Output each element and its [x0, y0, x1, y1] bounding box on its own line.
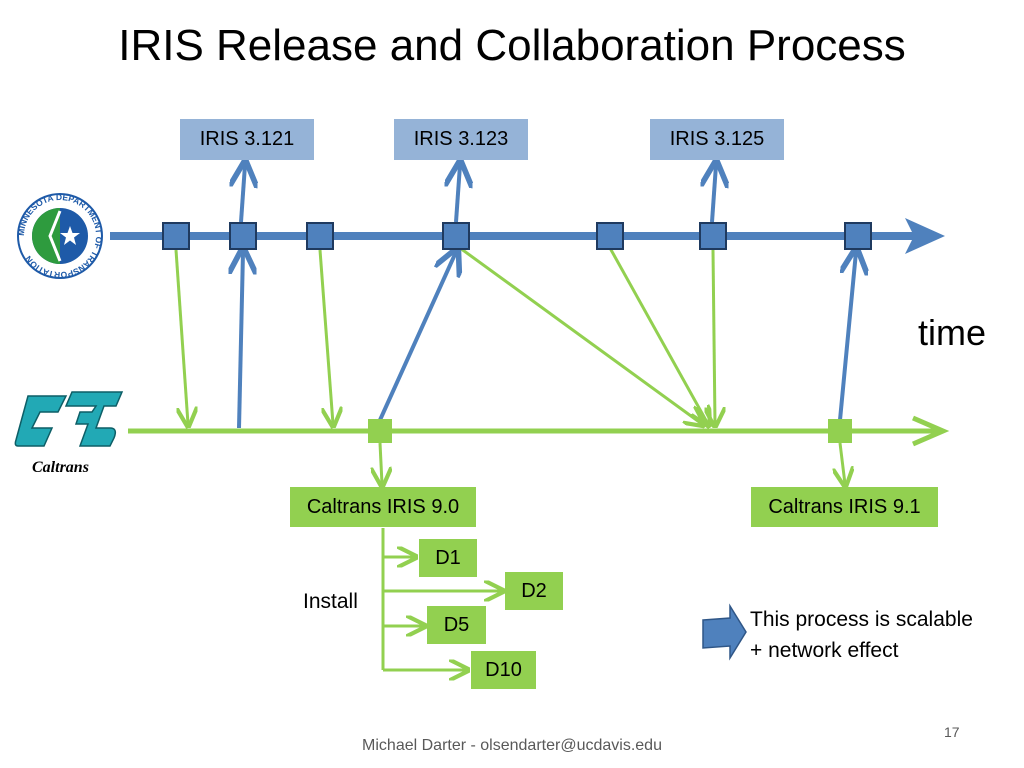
iris-release-box: IRIS 3.121 — [180, 119, 314, 160]
blue-arrows-up — [239, 165, 856, 429]
note-line-1: This process is scalable — [750, 608, 973, 631]
caltrans-release-box: Caltrans IRIS 9.1 — [751, 487, 938, 527]
caltrans-logo: Caltrans — [14, 391, 124, 476]
mndot-commit-markers — [162, 222, 872, 250]
district-box: D1 — [419, 539, 477, 577]
district-box: D10 — [471, 651, 536, 689]
note-arrow-icon — [702, 603, 747, 661]
install-label: Install — [303, 590, 358, 613]
note-line-2: + network effect — [750, 639, 899, 662]
iris-release-box: IRIS 3.125 — [650, 119, 784, 160]
caltrans-release-box: Caltrans IRIS 9.0 — [290, 487, 476, 527]
caltrans-logo-text: Caltrans — [32, 459, 89, 476]
district-box: D2 — [505, 572, 563, 610]
district-box: D5 — [427, 606, 486, 644]
mndot-logo: MINNESOTA DEPARTMENT OF TRANSPORTATION — [16, 192, 104, 280]
page-number: 17 — [944, 724, 960, 740]
footer-author: Michael Darter - olsendarter@ucdavis.edu — [362, 737, 662, 754]
green-arrows-down — [174, 246, 845, 484]
slide-title: IRIS Release and Collaboration Process — [118, 21, 906, 70]
time-label: time — [918, 312, 987, 353]
install-tree — [381, 528, 501, 670]
scalability-note: This process is scalable + network effec… — [750, 604, 1010, 666]
caltrans-release-markers — [368, 419, 852, 443]
caltrans-timeline — [128, 415, 950, 447]
iris-release-box: IRIS 3.123 — [394, 119, 528, 160]
